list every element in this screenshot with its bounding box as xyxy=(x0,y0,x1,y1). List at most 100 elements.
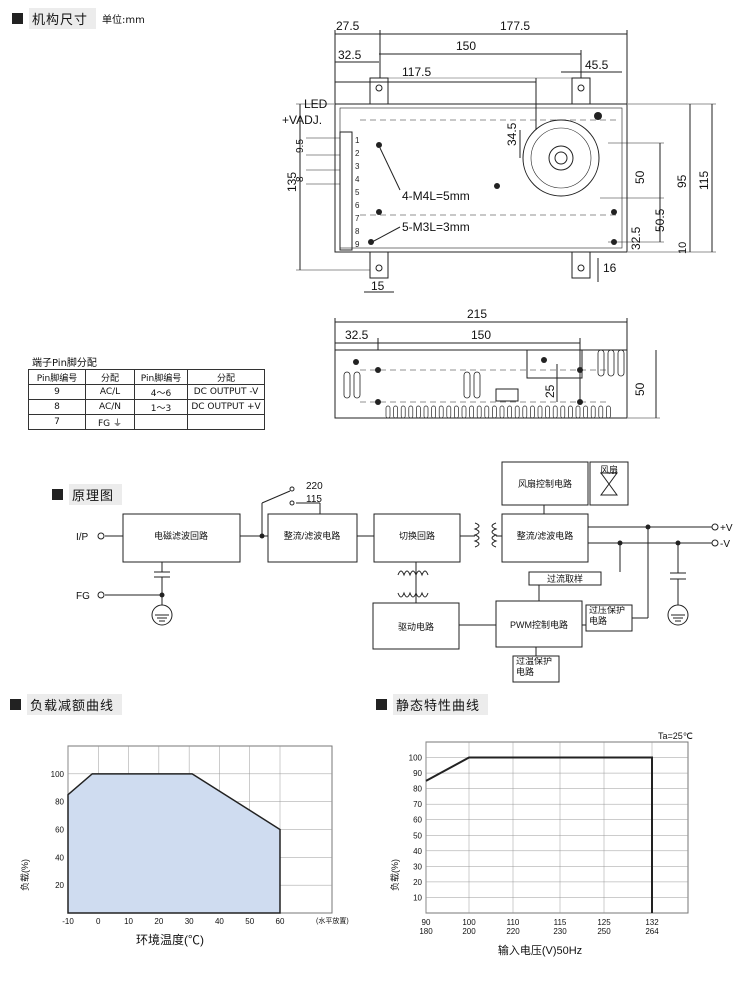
mounting-holes xyxy=(368,112,617,245)
ip-label: I/P xyxy=(76,532,89,543)
vent-slot xyxy=(454,405,459,419)
derating-ylabel: 负载(%) xyxy=(19,859,30,891)
square-bullet-icon xyxy=(376,699,387,710)
block-diagram: 电磁滤波回路 整流/滤波电路 切换回路 整流/滤波电路 风扇控制电路 风扇 驱动… xyxy=(76,461,733,683)
fan-control-block xyxy=(501,461,589,506)
section-title: 静态特性曲线 xyxy=(393,694,489,715)
derating-x-tick: 60 xyxy=(276,917,285,926)
pin-cell: AC/N xyxy=(85,399,135,415)
pin-table-row: 9 AC/L 4～6 DC OUTPUT -V xyxy=(28,384,265,400)
sw115-label: 115 xyxy=(306,494,322,505)
ocp-label: 过流取样 xyxy=(547,573,583,584)
vminus-terminal-icon xyxy=(711,539,719,547)
vent-slot xyxy=(568,405,573,419)
static-x-tick: 110 xyxy=(507,918,520,927)
pin-table-caption: 端子Pin脚分配 xyxy=(32,358,97,369)
switch-label: 切换回路 xyxy=(399,530,435,541)
otp-label: 过温保护电路 xyxy=(516,657,553,678)
static-y-tick: 20 xyxy=(413,878,422,887)
pin-cell xyxy=(187,414,265,430)
dim-27-5: 27.5 xyxy=(336,19,360,33)
vent-slot xyxy=(423,405,429,419)
static-x-tick: 200 xyxy=(462,927,476,936)
emi-filter-block xyxy=(122,513,241,563)
terminal-label-9: 9 xyxy=(355,240,360,249)
vent-slot xyxy=(522,405,528,419)
fg-label: FG xyxy=(76,591,90,602)
terminal-label-6: 6 xyxy=(355,201,360,210)
dim-117-5: 117.5 xyxy=(402,65,431,79)
vent-slot xyxy=(438,405,444,419)
pin-cell: 4～6 xyxy=(134,384,188,400)
vent-slot xyxy=(575,405,581,419)
vplus-label: +V xyxy=(720,523,733,534)
vent-slot xyxy=(537,405,543,419)
dim-177-5: 177.5 xyxy=(500,19,530,33)
dim-8: 8 xyxy=(295,176,306,182)
vent-slot xyxy=(499,405,505,419)
square-bullet-icon xyxy=(12,13,23,24)
static-xlabel: 输入电压(V)50Hz xyxy=(498,943,582,957)
pin-cell: DC OUTPUT -V xyxy=(187,384,265,400)
static-y-tick: 30 xyxy=(413,862,422,871)
vent-slot xyxy=(530,405,535,419)
static-y-tick: 10 xyxy=(413,893,422,902)
mechanical-side-view: 215 32.5 150 25 50 xyxy=(334,307,660,419)
side-case-outline xyxy=(334,349,628,419)
section-title: 原理图 xyxy=(69,484,123,505)
sw220-label: 220 xyxy=(306,481,323,492)
section-block-header: 原理图 xyxy=(52,484,123,505)
vent-slot xyxy=(507,405,512,419)
dim-215: 215 xyxy=(467,307,487,321)
pin-header-cell: Pin脚编号 xyxy=(28,369,86,385)
case-outline xyxy=(334,103,628,253)
dim-45-5: 45.5 xyxy=(585,58,609,72)
section-mechanical-header: 机构尺寸 单位:mm xyxy=(12,8,145,29)
static-y-tick: 50 xyxy=(413,831,422,840)
pin-table-header-row: Pin脚编号 分配 Pin脚编号 分配 xyxy=(28,369,265,385)
static-y-tick: 80 xyxy=(413,785,422,794)
pin-cell: 8 xyxy=(28,399,86,415)
static-y-tick: 100 xyxy=(409,754,423,763)
derating-note: (水平放置) xyxy=(316,916,349,925)
dim-95: 95 xyxy=(675,174,689,188)
vent-slot xyxy=(552,405,558,419)
dim-150: 150 xyxy=(456,39,476,53)
static-x-tick: 180 xyxy=(419,927,433,936)
vent-slot xyxy=(469,405,474,419)
static-x-tick: 125 xyxy=(597,918,611,927)
vplus-terminal-icon xyxy=(711,523,719,531)
note-m3: 5-M3L=3mm xyxy=(402,220,470,234)
static-y-tick: 40 xyxy=(413,847,422,856)
ovp-label: 过压保护电路 xyxy=(589,606,626,627)
derating-x-tick: 40 xyxy=(215,917,224,926)
static-x-tick: 220 xyxy=(506,927,520,936)
vent-slot xyxy=(583,405,588,419)
rectifier1-label: 整流/滤波电路 xyxy=(284,530,341,541)
dim-25: 25 xyxy=(543,384,557,398)
dim-34-5: 34.5 xyxy=(505,122,519,146)
vent-slot xyxy=(492,405,497,419)
pin-cell: FG ⏚ xyxy=(85,414,135,430)
static-x-tick: 250 xyxy=(597,927,611,936)
dim-10: 10 xyxy=(677,242,689,254)
pin-cell: 9 xyxy=(28,384,86,400)
section-title: 负载减额曲线 xyxy=(27,694,123,715)
pin-assignment-table: Pin脚编号 分配 Pin脚编号 分配 9 AC/L 4～6 DC OUTPUT… xyxy=(28,369,265,430)
ocp-block xyxy=(528,571,602,586)
section-derating-header: 负载减额曲线 xyxy=(10,694,123,715)
vent-slot xyxy=(476,405,482,419)
derating-x-tick: 50 xyxy=(245,917,254,926)
pin-header-cell: 分配 xyxy=(85,369,135,385)
static-x-tick: 264 xyxy=(645,927,659,936)
vent-slot xyxy=(545,405,550,419)
pin-cell: 7 xyxy=(28,414,86,430)
dim-15: 15 xyxy=(371,279,385,293)
pwm-label: PWM控制电路 xyxy=(510,619,568,630)
terminal-label-1: 1 xyxy=(355,136,360,145)
emi-label: 电磁滤波回路 xyxy=(154,530,208,541)
static-x-tick: 230 xyxy=(553,927,567,936)
section-static-header: 静态特性曲线 xyxy=(376,694,489,715)
derating-y-tick: 20 xyxy=(55,881,64,890)
